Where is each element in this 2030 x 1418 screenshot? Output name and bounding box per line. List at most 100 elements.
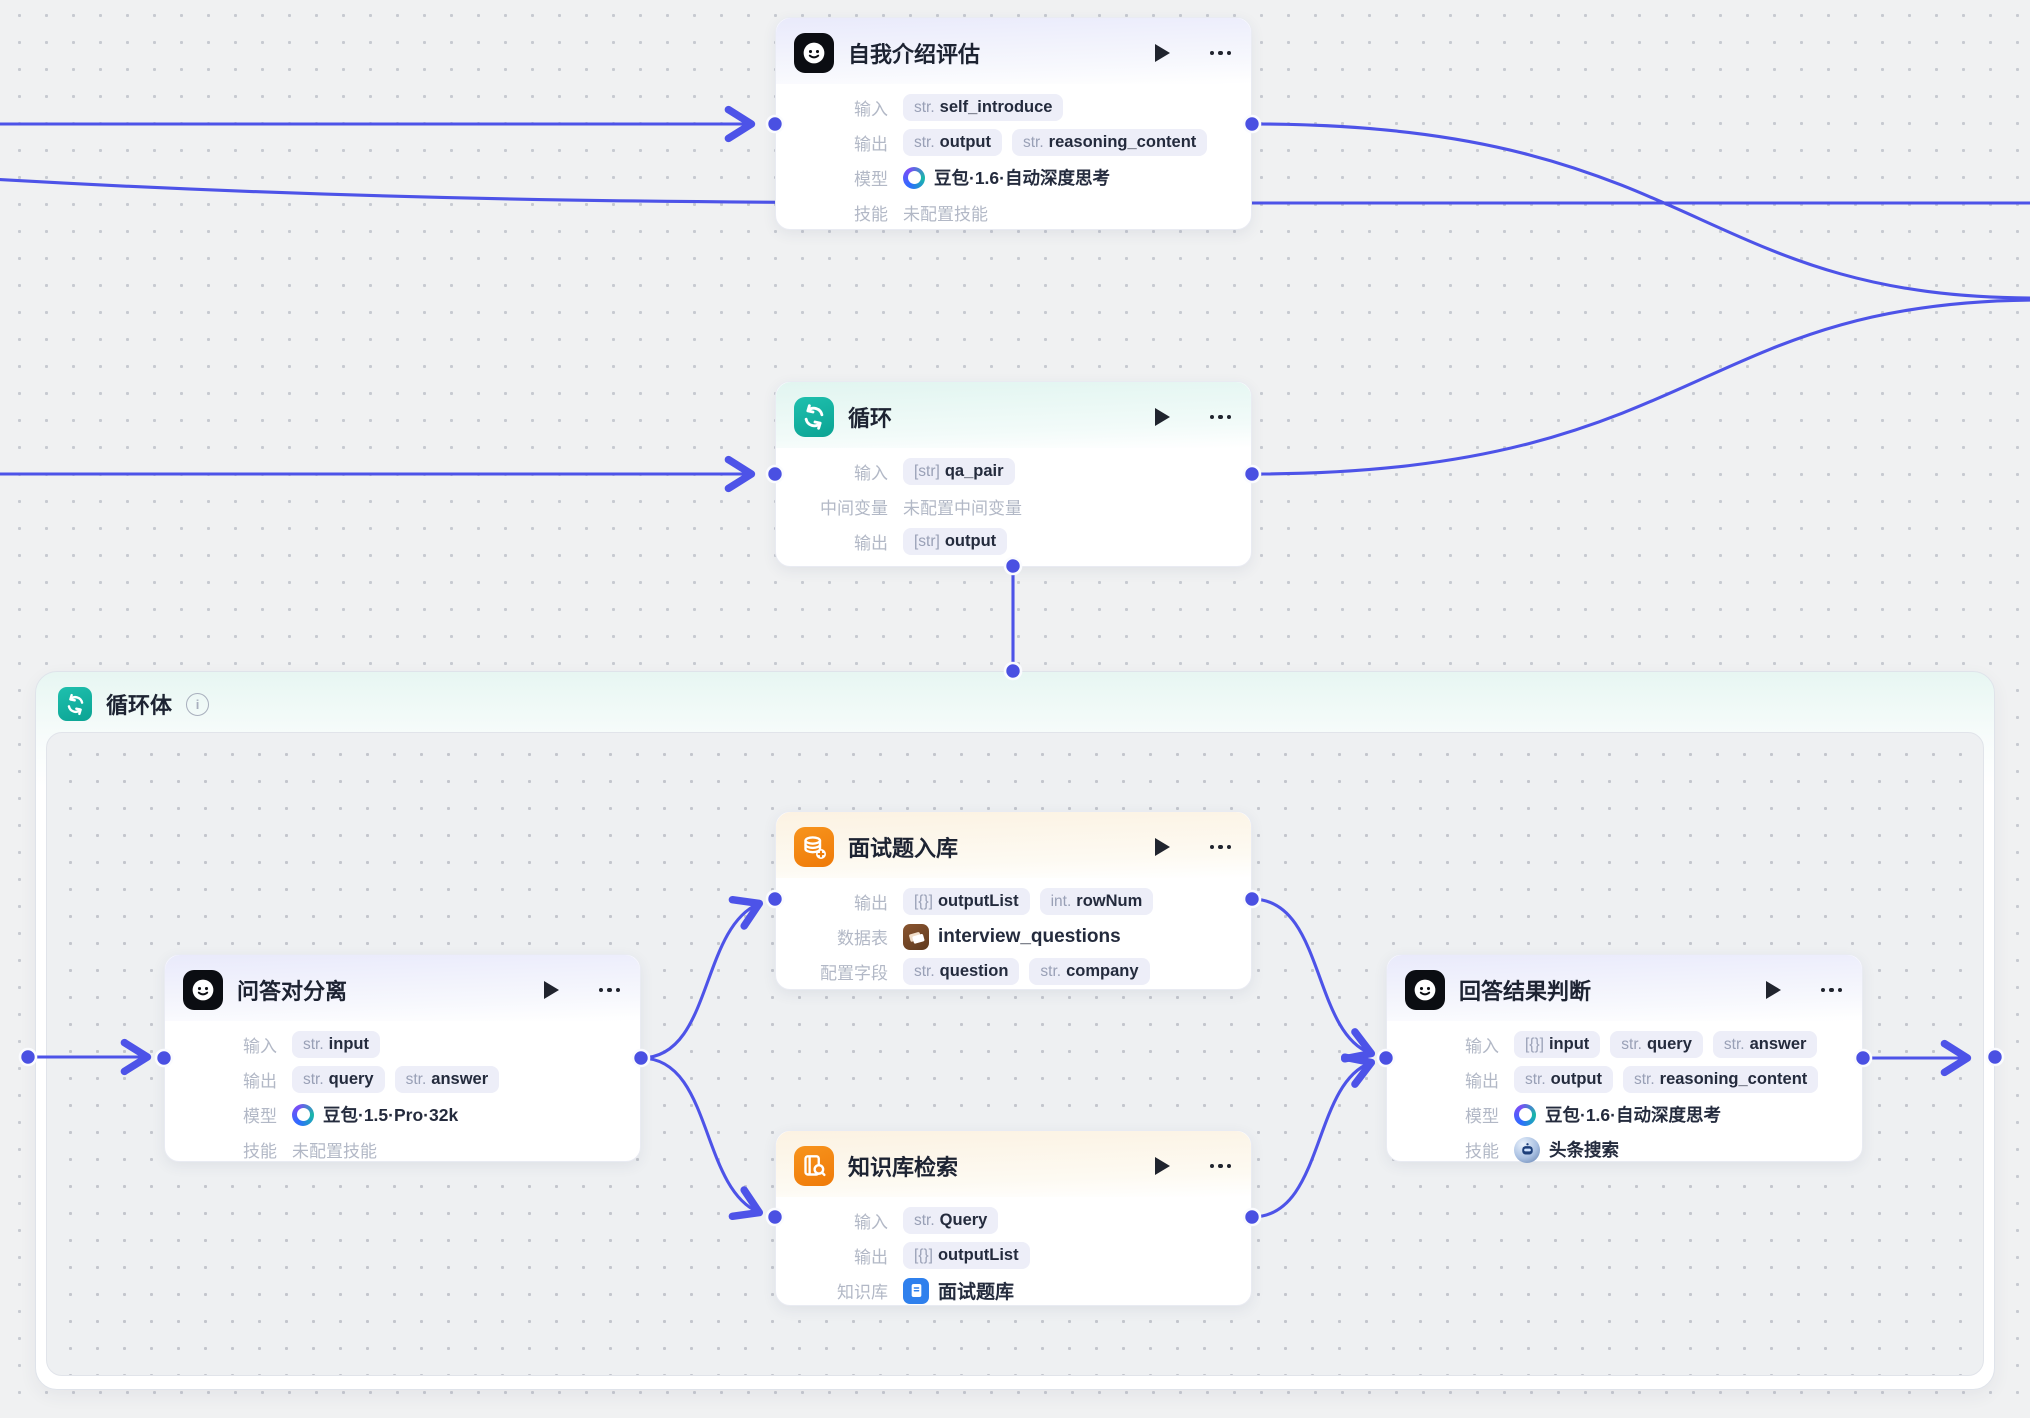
port-loop-body-start[interactable] bbox=[20, 1049, 36, 1065]
row-label: 数据表 bbox=[796, 924, 888, 949]
model-name: 豆包·1.6·自动深度思考 bbox=[1545, 1102, 1721, 1127]
run-button[interactable] bbox=[1155, 44, 1170, 62]
llm-bot-icon bbox=[1405, 970, 1445, 1010]
node-answer-judge[interactable]: 回答结果判断 输入 [{}]input str.query str.answer… bbox=[1386, 954, 1863, 1162]
param-chip: str.Query bbox=[903, 1207, 998, 1234]
edge-loop-to-right[interactable] bbox=[1252, 300, 2030, 474]
more-button[interactable] bbox=[1821, 988, 1843, 993]
doubao-model-icon bbox=[1514, 1104, 1536, 1126]
more-button[interactable] bbox=[1210, 51, 1232, 56]
knowledge-search-icon bbox=[794, 1146, 834, 1186]
node-title: 自我介绍评估 bbox=[848, 37, 980, 69]
loop-icon bbox=[794, 397, 834, 437]
run-button[interactable] bbox=[544, 981, 559, 999]
row-label: 中间变量 bbox=[796, 494, 888, 519]
more-button[interactable] bbox=[1210, 1164, 1232, 1169]
port-intro-eval-out[interactable] bbox=[1244, 116, 1260, 132]
run-button[interactable] bbox=[1155, 838, 1170, 856]
node-question-store[interactable]: 面试题入库 输出 [{}]outputList int.rowNum 数据表 i… bbox=[775, 811, 1252, 990]
node-kb-search[interactable]: 知识库检索 输入 str.Query 输出 [{}]outputList 知识库… bbox=[775, 1130, 1252, 1306]
port-qa-split-in[interactable] bbox=[156, 1050, 172, 1066]
row-label: 输出 bbox=[796, 529, 888, 554]
port-loop-out[interactable] bbox=[1244, 466, 1260, 482]
model-name: 豆包·1.5·Pro·32k bbox=[323, 1102, 458, 1127]
more-button[interactable] bbox=[1210, 845, 1232, 850]
toutiao-search-icon bbox=[1514, 1137, 1540, 1163]
row-label: 输出 bbox=[185, 1067, 277, 1092]
row-label: 输入 bbox=[1407, 1032, 1499, 1057]
info-icon[interactable]: i bbox=[186, 693, 209, 716]
param-chip: str.output bbox=[1514, 1066, 1613, 1093]
port-question-store-in[interactable] bbox=[767, 891, 783, 907]
param-chip: str.query bbox=[1610, 1031, 1703, 1058]
node-qa-split[interactable]: 问答对分离 输入 str.input 输出 str.query str.answ… bbox=[164, 954, 641, 1162]
param-chip: [str]output bbox=[903, 528, 1007, 555]
row-label: 知识库 bbox=[796, 1278, 888, 1303]
node-loop[interactable]: 循环 输入 [str]qa_pair 中间变量 未配置中间变量 输出 [str]… bbox=[775, 381, 1252, 567]
node-header: 面试题入库 bbox=[776, 812, 1251, 878]
row-label: 模型 bbox=[796, 165, 888, 190]
run-button[interactable] bbox=[1155, 1157, 1170, 1175]
skill-name: 头条搜索 bbox=[1549, 1137, 1619, 1162]
param-chip: str.answer bbox=[1713, 1031, 1818, 1058]
param-chip: [{}]outputList bbox=[903, 1242, 1030, 1269]
port-loop-body-top[interactable] bbox=[1005, 663, 1021, 679]
param-chip: [{}]input bbox=[1514, 1031, 1600, 1058]
node-title: 问答对分离 bbox=[237, 974, 347, 1006]
database-add-icon bbox=[794, 827, 834, 867]
skill-value: 未配置技能 bbox=[903, 200, 988, 225]
node-header: 自我介绍评估 bbox=[776, 18, 1251, 84]
knowledge-doc-icon bbox=[903, 1278, 929, 1304]
row-label: 技能 bbox=[185, 1137, 277, 1162]
more-button[interactable] bbox=[599, 988, 621, 993]
param-chip: [str]qa_pair bbox=[903, 458, 1015, 485]
skill-value: 未配置技能 bbox=[292, 1137, 377, 1162]
node-intro-eval[interactable]: 自我介绍评估 输入 str.self_introduce 输出 str.outp… bbox=[775, 17, 1252, 230]
loop-body-header: 循环体 i bbox=[36, 672, 1994, 736]
loop-icon bbox=[58, 687, 92, 721]
row-label: 输入 bbox=[185, 1032, 277, 1057]
run-button[interactable] bbox=[1766, 981, 1781, 999]
row-label: 输出 bbox=[796, 1243, 888, 1268]
row-label: 模型 bbox=[185, 1102, 277, 1127]
port-loop-in[interactable] bbox=[767, 466, 783, 482]
edge-intro-eval-to-right[interactable] bbox=[1252, 124, 2030, 298]
more-button[interactable] bbox=[1210, 415, 1232, 420]
doubao-model-icon bbox=[292, 1104, 314, 1126]
row-label: 输出 bbox=[1407, 1067, 1499, 1092]
port-answer-judge-in[interactable] bbox=[1378, 1050, 1394, 1066]
param-chip: str.reasoning_content bbox=[1623, 1066, 1818, 1093]
param-chip: str.self_introduce bbox=[903, 94, 1063, 121]
param-chip: int.rowNum bbox=[1040, 888, 1154, 915]
llm-bot-icon bbox=[794, 33, 834, 73]
param-chip: str.output bbox=[903, 129, 1002, 156]
row-label: 配置字段 bbox=[796, 959, 888, 984]
port-loop-body-end[interactable] bbox=[1987, 1049, 2003, 1065]
port-loop-bottom[interactable] bbox=[1005, 558, 1021, 574]
param-chip: [{}]outputList bbox=[903, 888, 1030, 915]
param-chip: str.query bbox=[292, 1066, 385, 1093]
port-intro-eval-in[interactable] bbox=[767, 116, 783, 132]
port-qa-split-out[interactable] bbox=[633, 1050, 649, 1066]
row-label: 输入 bbox=[796, 1208, 888, 1233]
model-name: 豆包·1.6·自动深度思考 bbox=[934, 165, 1110, 190]
port-question-store-out[interactable] bbox=[1244, 891, 1260, 907]
node-title: 知识库检索 bbox=[848, 1150, 958, 1182]
node-title: 面试题入库 bbox=[848, 831, 958, 863]
row-label: 模型 bbox=[1407, 1102, 1499, 1127]
row-label: 输出 bbox=[796, 889, 888, 914]
mid-vars-value: 未配置中间变量 bbox=[903, 494, 1022, 519]
run-button[interactable] bbox=[1155, 408, 1170, 426]
node-header: 循环 bbox=[776, 382, 1251, 448]
table-icon bbox=[903, 924, 929, 950]
doubao-model-icon bbox=[903, 167, 925, 189]
row-label: 输出 bbox=[796, 130, 888, 155]
param-chip: str.input bbox=[292, 1031, 380, 1058]
port-answer-judge-out[interactable] bbox=[1855, 1050, 1871, 1066]
node-title: 循环 bbox=[848, 401, 892, 433]
port-kb-search-in[interactable] bbox=[767, 1209, 783, 1225]
node-header: 问答对分离 bbox=[165, 955, 640, 1021]
param-chip: str.company bbox=[1029, 958, 1149, 985]
port-kb-search-out[interactable] bbox=[1244, 1209, 1260, 1225]
